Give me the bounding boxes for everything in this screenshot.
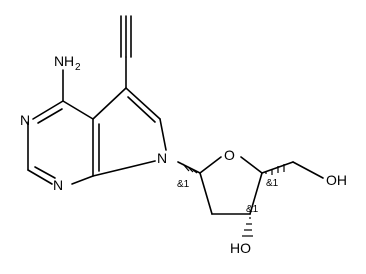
o-c4prime-bond [240, 156, 263, 174]
bonds [27, 15, 324, 215]
ring-n1-label: N [53, 177, 63, 193]
c4prime-hash-bond [265, 164, 285, 175]
c4prime-stereo-label: &1 [266, 178, 279, 189]
c5prime-oh-bond [292, 161, 324, 179]
n1-c7a-bond [71, 175, 94, 185]
c1prime-stereo-label: &1 [177, 179, 190, 190]
hydroxyl-oh-label: HO [230, 240, 251, 256]
c5-c6-bond [125, 87, 161, 120]
c1prime-o-bond [199, 156, 222, 174]
hydroxymethyl-oh-label: OH [326, 172, 347, 188]
c4a-c4-bond [62, 100, 94, 120]
c5-c6-double-bond [127, 96, 156, 123]
c4-n3-double-bond [37, 108, 63, 124]
c3prime-hash-bond [242, 217, 253, 237]
c3prime-c4prime-bond [249, 172, 263, 215]
ring-n7-label: N [157, 150, 167, 166]
c1prime-c2prime-bond [199, 172, 213, 215]
stereo-bonds [182, 163, 285, 237]
ring-o-label: O [224, 147, 235, 163]
c6-n7-bond [159, 118, 167, 151]
atom-labels: N H 2 N N N O OH HO [20, 53, 347, 256]
c2-n1-double-bond [34, 166, 56, 179]
c4-n3-bond [32, 100, 64, 120]
c5-c4a-bond [92, 87, 127, 120]
stereo-labels: &1 &1 &1 [177, 178, 279, 215]
amine-subscript: 2 [75, 62, 81, 73]
c2-n1-bond [27, 169, 53, 185]
amine-n-label: N [54, 53, 64, 69]
n7-c7a-bond [92, 160, 156, 177]
amine-h-label: H [64, 53, 74, 69]
ring-n3-label: N [20, 112, 30, 128]
c1prime-hash-bond [182, 163, 201, 174]
c3prime-stereo-label: &1 [246, 204, 259, 215]
